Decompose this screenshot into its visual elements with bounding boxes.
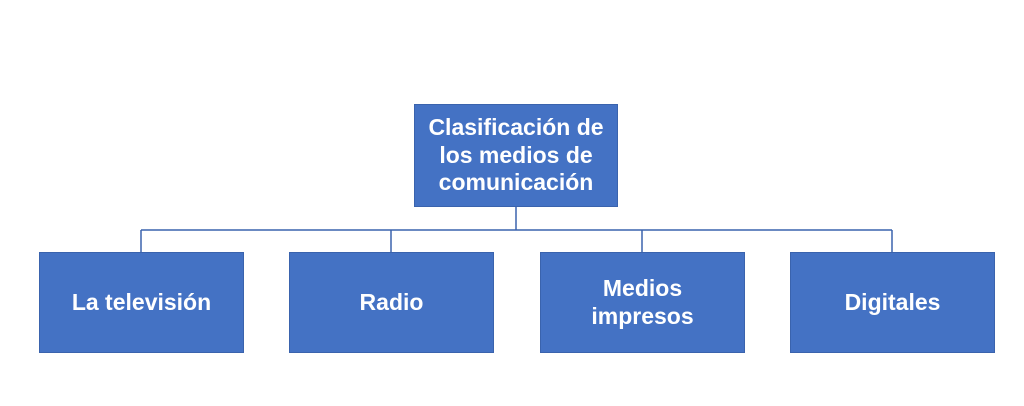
child-node-print-media: Medios impresos: [540, 252, 745, 353]
root-node-label: Clasificación de los medios de comunicac…: [428, 114, 604, 196]
child-node-television-label: La televisión: [71, 288, 212, 315]
child-node-television: La televisión: [39, 252, 244, 353]
child-node-digital-label: Digitales: [844, 288, 941, 315]
child-node-radio-label: Radio: [359, 288, 424, 315]
child-node-radio: Radio: [289, 252, 494, 353]
child-node-digital: Digitales: [790, 252, 995, 353]
root-node: Clasificación de los medios de comunicac…: [414, 104, 618, 207]
child-node-print-media-label: Medios impresos: [591, 274, 694, 329]
